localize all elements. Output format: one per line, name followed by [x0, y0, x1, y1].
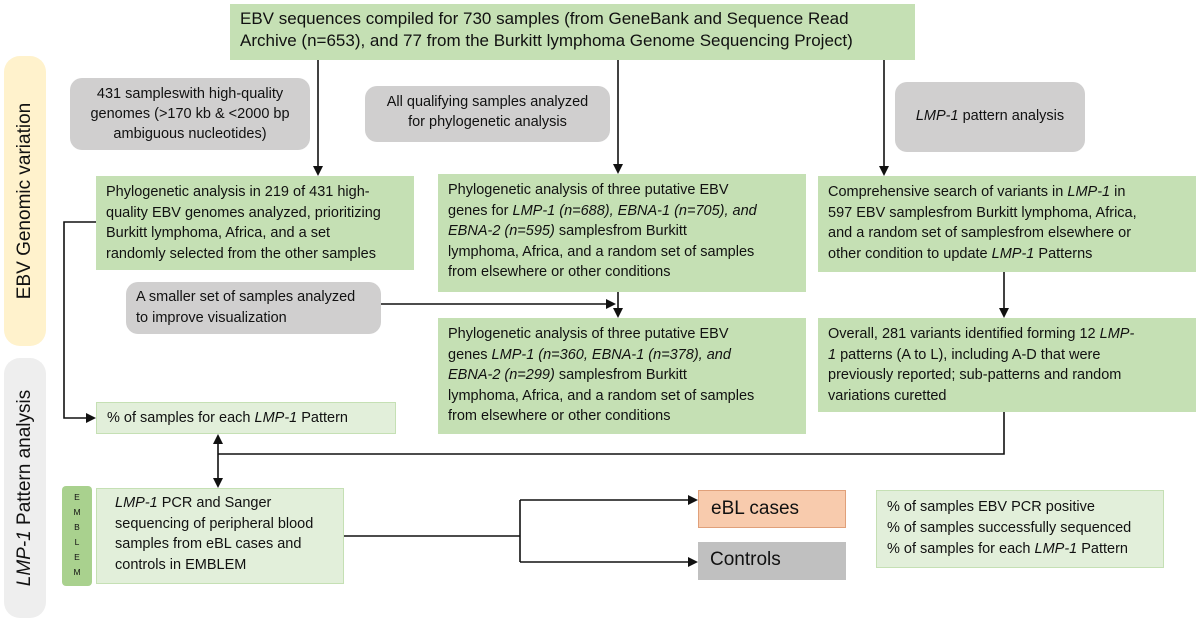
emblem-letter: L: [74, 537, 80, 547]
box-line: controls in EMBLEM: [115, 556, 247, 573]
phylogenetic-genes-box: Phylogenetic analysis of three putative …: [438, 174, 806, 292]
genomic-variation-tab: EBV Genomic variation: [4, 56, 46, 346]
box-line: quality EBV genomes analyzed, prioritizi…: [106, 204, 381, 221]
emblem-tag: E M B L E M: [62, 486, 92, 586]
samples-compiled-box: EBV sequences compiled for 730 samples (…: [230, 4, 915, 60]
connector-right-return: [218, 412, 1005, 455]
emblem-sequencing-box: LMP-1 PCR and Sanger sequencing of perip…: [96, 488, 344, 584]
note-line: A smaller set of samples analyzed: [136, 289, 356, 305]
note-line: genomes (>170 kb & <2000 bp: [90, 106, 290, 122]
high-quality-genomes-note: 431 sampleswith high-quality genomes (>1…: [70, 78, 310, 150]
box-line: Overall, 281 variants identified forming…: [828, 326, 1135, 342]
box-line: 1 patterns (A to L), including A-D that …: [828, 346, 1101, 363]
box-line: other condition to update LMP-1 Patterns: [828, 245, 1093, 262]
emblem-letter: B: [74, 522, 80, 532]
box-line: Phylogenetic analysis in 219 of 431 high…: [106, 184, 370, 200]
top-box-line: Archive (n=653), and 77 from the Burkitt…: [240, 31, 853, 50]
box-line: % of samples successfully sequenced: [887, 520, 1132, 536]
emblem-letter: E: [74, 492, 80, 502]
box-line: samples from eBL cases and: [115, 536, 302, 552]
box-line: Phylogenetic analysis of three putative …: [448, 326, 729, 342]
note-line: to improve visualization: [136, 310, 287, 326]
note-line: All qualifying samples analyzed: [386, 94, 589, 110]
phylogenetic-genes-subset-box: Phylogenetic analysis of three putative …: [438, 318, 806, 434]
box-line: randomly selected from the other samples: [106, 245, 376, 262]
box-line: from elsewhere or other conditions: [448, 264, 671, 280]
box-line: LMP-1 PCR and Sanger: [115, 495, 272, 511]
box-line: lymphoma, Africa, and a random set of sa…: [448, 387, 755, 404]
note-line: for phylogenetic analysis: [408, 114, 567, 130]
phylogenetic-genomes-box: Phylogenetic analysis in 219 of 431 high…: [96, 176, 414, 270]
box-line: genes LMP-1 (n=360, EBNA-1 (n=378), and: [448, 346, 731, 363]
box-line: and a random set of samplesfrom elsewher…: [828, 225, 1132, 241]
variant-search-box: Comprehensive search of variants in LMP-…: [818, 176, 1196, 272]
pattern-analysis-tab: LMP-1 Pattern analysis: [4, 358, 46, 618]
ebl-cases-box: eBL cases: [698, 490, 846, 528]
emblem-letter: M: [73, 567, 81, 577]
emblem-letter: E: [74, 552, 80, 562]
note-line: ambiguous nucleotides): [113, 126, 267, 142]
box-line: Burkitt lymphoma, Africa, and a set: [106, 225, 331, 241]
smaller-set-note: A smaller set of samples analyzed to imp…: [126, 282, 381, 334]
box-line: genes for LMP-1 (n=688), EBNA-1 (n=705),…: [448, 202, 757, 219]
box-line: EBNA-2 (n=299) samplesfrom Burkitt: [448, 367, 687, 383]
variants-identified-box: Overall, 281 variants identified forming…: [818, 318, 1196, 412]
box-line: previously reported; sub-patterns and ra…: [828, 367, 1122, 383]
results-box: % of samples EBV PCR positive % of sampl…: [876, 490, 1164, 568]
box-line: sequencing of peripheral blood: [115, 515, 314, 532]
box-line: 597 EBV samplesfrom Burkitt lymphoma, Af…: [828, 204, 1137, 221]
box-line: % of samples for each LMP-1 Pattern: [887, 541, 1128, 557]
box-line: EBNA-2 (n=595) samplesfrom Burkitt: [448, 223, 687, 239]
top-box-line: EBV sequences compiled for 730 samples (…: [240, 9, 849, 28]
box-line: Phylogenetic analysis of three putative …: [448, 182, 729, 198]
box-line: % of samples EBV PCR positive: [887, 499, 1095, 515]
arrow-left-loop: [63, 221, 96, 423]
qualifying-samples-note: All qualifying samples analyzed for phyl…: [365, 86, 610, 142]
lmp1-pattern-analysis-note: LMP-1 pattern analysis: [895, 82, 1085, 152]
controls-box: Controls: [698, 542, 846, 580]
note-line: 431 sampleswith high-quality: [96, 86, 284, 102]
box-line: Comprehensive search of variants in LMP-…: [828, 184, 1126, 200]
box-line: lymphoma, Africa, and a random set of sa…: [448, 243, 755, 260]
emblem-letter: M: [73, 507, 81, 517]
box-line: variations curetted: [828, 387, 947, 404]
box-line: from elsewhere or other conditions: [448, 408, 671, 424]
pattern-percent-box: % of samples for each LMP-1 Pattern: [96, 402, 396, 434]
